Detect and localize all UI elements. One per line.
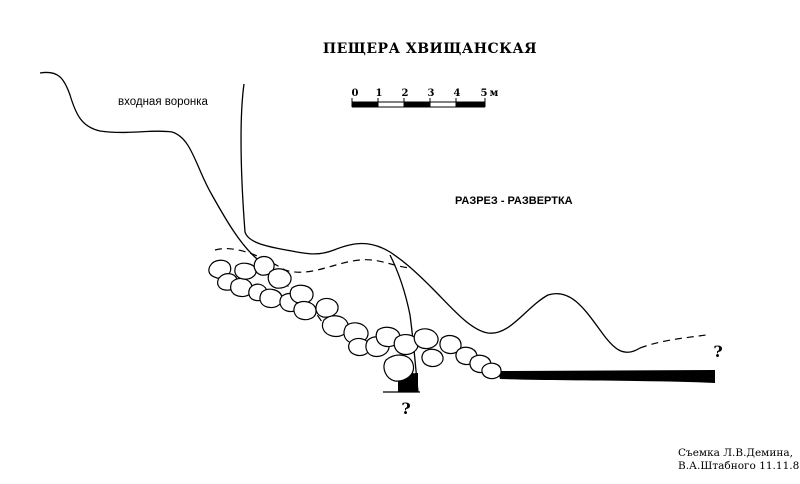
boulder	[421, 348, 444, 368]
ceiling-dashed-line	[214, 248, 411, 273]
drawing-title: ПЕЩЕРА ХВИЩАНСКАЯ	[323, 41, 537, 57]
floor-fill-right	[498, 370, 715, 383]
scale-tick-5: 5	[481, 88, 488, 99]
right-wall-line	[240, 83, 641, 353]
boulder	[413, 328, 439, 350]
boulder	[393, 333, 419, 356]
scale-tick-0: 0	[352, 88, 359, 99]
unknown-continuation-right: ?	[713, 342, 722, 361]
boulder	[293, 300, 317, 321]
section-label: РАЗРЕЗ - РАЗВЕРТКА	[455, 195, 573, 207]
boulder	[348, 337, 371, 357]
survey-credit-line1: Съемка Л.В.Демина,	[678, 447, 793, 459]
entrance-funnel-label: входная воронка	[118, 96, 209, 108]
boulder	[289, 284, 314, 305]
boulder	[481, 362, 502, 380]
floor-deposits	[383, 370, 715, 393]
survey-credit-line2: В.А.Штабного 11.11.83 г.	[678, 460, 800, 472]
boulder	[267, 268, 292, 289]
unknown-continuation-shaft: ?	[401, 399, 410, 418]
continuation-dashed-line	[639, 334, 707, 349]
boulder	[383, 354, 415, 382]
scale-tick-3: 3	[428, 88, 435, 99]
scale-tick-1: 1	[376, 88, 383, 99]
upper-wall-line	[39, 71, 275, 273]
boulder	[315, 297, 339, 318]
boulder-pile	[208, 255, 502, 382]
scale-tick-4: 4	[454, 88, 461, 99]
boulder	[234, 262, 257, 280]
scale-tick-2: 2	[402, 88, 409, 99]
scale-bar: 0 1 2 3 4 5 м	[351, 88, 499, 108]
boulder	[259, 288, 283, 309]
scale-unit: м	[490, 88, 499, 99]
